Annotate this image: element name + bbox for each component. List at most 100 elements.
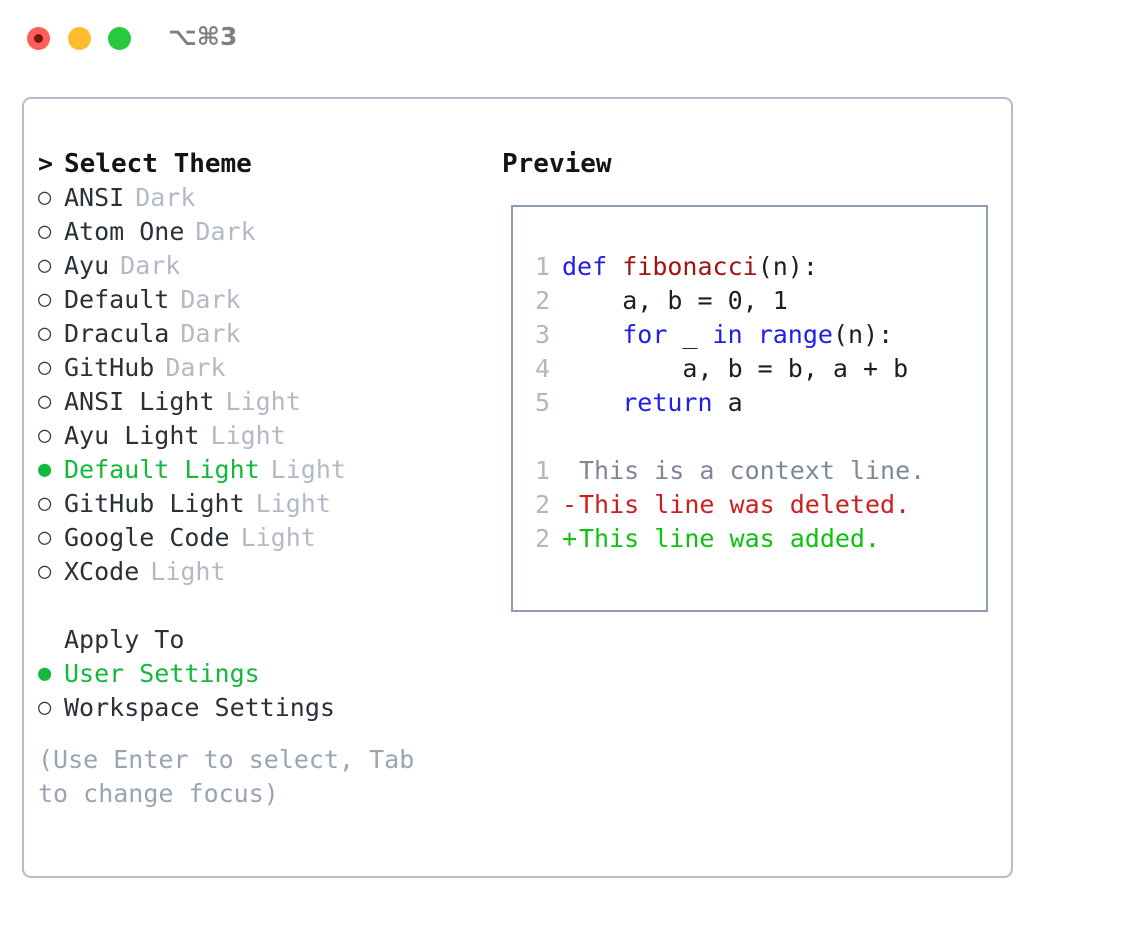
line-number: 4 xyxy=(534,354,550,383)
radio-unselected-icon[interactable]: ○ xyxy=(38,287,52,312)
line-number: 2 xyxy=(534,524,550,553)
apply-to-option-label: Workspace Settings xyxy=(64,693,335,722)
radio-selected-icon[interactable]: ● xyxy=(38,457,52,482)
apply-to-option-user-settings[interactable]: ● User Settings xyxy=(38,657,488,691)
apply-to-label: Apply To xyxy=(64,625,185,654)
theme-variant-tag: Light xyxy=(255,489,331,518)
diff-line-added: 2 + This line was added. xyxy=(524,522,982,556)
apply-to-option-label: User Settings xyxy=(64,659,260,688)
code-token: _ xyxy=(667,320,713,349)
diff-text: This is a context line. xyxy=(579,456,926,485)
code-token: a xyxy=(712,388,743,417)
radio-unselected-icon[interactable]: ○ xyxy=(38,423,52,448)
theme-variant-tag: Dark xyxy=(165,353,226,382)
code-sample: 1 def fibonacci(n): 2 a, b = 0, 1 3 for … xyxy=(524,250,982,556)
theme-name: Default xyxy=(64,285,170,314)
theme-name: ANSI xyxy=(64,183,125,212)
select-theme-title: Select Theme xyxy=(64,149,252,179)
theme-variant-tag: Light xyxy=(210,421,286,450)
theme-name: Ayu xyxy=(64,251,110,280)
theme-option-xcode[interactable]: ○ XCode Light xyxy=(38,555,488,589)
theme-name: Google Code xyxy=(64,523,230,552)
theme-selector-panel: > Select Theme ○ ANSI Dark ○ Atom One Da… xyxy=(22,97,1013,878)
code-line: 5 return a xyxy=(524,386,982,420)
code-token: a, b = 0, 1 xyxy=(562,286,788,315)
radio-unselected-icon[interactable]: ○ xyxy=(38,321,52,346)
code-token: def xyxy=(562,252,623,281)
prompt-caret-icon: > xyxy=(38,149,54,178)
code-blank-line xyxy=(524,420,982,454)
radio-unselected-icon[interactable]: ○ xyxy=(38,185,52,210)
theme-option-ayu[interactable]: ○ Ayu Dark xyxy=(38,249,488,283)
minimize-button[interactable] xyxy=(68,27,91,50)
code-token: (n): xyxy=(757,252,818,281)
close-button[interactable] xyxy=(27,27,50,50)
code-line: 4 a, b = b, a + b xyxy=(524,352,982,386)
code-line: 3 for _ in range(n): xyxy=(524,318,982,352)
radio-unselected-icon[interactable]: ○ xyxy=(38,525,52,550)
preview-title: Preview xyxy=(502,149,612,179)
radio-unselected-icon[interactable]: ○ xyxy=(38,253,52,278)
theme-variant-tag: Light xyxy=(240,523,316,552)
radio-unselected-icon[interactable]: ○ xyxy=(38,355,52,380)
theme-list-column: > Select Theme ○ ANSI Dark ○ Atom One Da… xyxy=(38,147,488,725)
code-token: in xyxy=(712,320,743,349)
theme-name: Dracula xyxy=(64,319,170,348)
diff-text: This line was deleted. xyxy=(579,490,911,519)
diff-text: This line was added. xyxy=(579,524,881,553)
theme-option-atom-one[interactable]: ○ Atom One Dark xyxy=(38,215,488,249)
radio-unselected-icon[interactable]: ○ xyxy=(38,219,52,244)
theme-option-ayu-light[interactable]: ○ Ayu Light Light xyxy=(38,419,488,453)
code-line: 2 a, b = 0, 1 xyxy=(524,284,982,318)
theme-option-github-light[interactable]: ○ GitHub Light Light xyxy=(38,487,488,521)
diff-sign: + xyxy=(562,524,578,553)
select-theme-header: > Select Theme xyxy=(38,147,488,181)
theme-variant-tag: Light xyxy=(225,387,301,416)
code-token xyxy=(743,320,758,349)
title-bar: ⌥⌘3 xyxy=(0,0,1140,78)
theme-name: Atom One xyxy=(64,217,185,246)
code-token: range xyxy=(757,320,833,349)
apply-to-heading: Apply To xyxy=(38,623,488,657)
maximize-button[interactable] xyxy=(108,27,131,50)
line-number: 1 xyxy=(534,456,550,485)
theme-option-google-code[interactable]: ○ Google Code Light xyxy=(38,521,488,555)
code-token xyxy=(562,320,622,349)
code-token xyxy=(562,388,622,417)
keyboard-hint-text: (Use Enter to select, Tab to change focu… xyxy=(38,745,415,808)
diff-sign xyxy=(562,454,579,488)
radio-unselected-icon[interactable]: ○ xyxy=(38,491,52,516)
code-token: a, b = b, a + b xyxy=(562,354,909,383)
apply-to-option-workspace-settings[interactable]: ○ Workspace Settings xyxy=(38,691,488,725)
theme-option-default-light[interactable]: ● Default Light Light xyxy=(38,453,488,487)
theme-option-dracula[interactable]: ○ Dracula Dark xyxy=(38,317,488,351)
theme-option-github[interactable]: ○ GitHub Dark xyxy=(38,351,488,385)
theme-option-ansi[interactable]: ○ ANSI Dark xyxy=(38,181,488,215)
theme-option-ansi-light[interactable]: ○ ANSI Light Light xyxy=(38,385,488,419)
radio-unselected-icon[interactable]: ○ xyxy=(38,695,52,720)
keyboard-shortcut-label: ⌥⌘3 xyxy=(168,22,238,51)
radio-unselected-icon[interactable]: ○ xyxy=(38,389,52,414)
theme-option-default[interactable]: ○ Default Dark xyxy=(38,283,488,317)
theme-name: Default Light xyxy=(64,455,260,484)
diff-sign: - xyxy=(562,490,578,519)
theme-variant-tag: Dark xyxy=(135,183,196,212)
preview-box: 1 def fibonacci(n): 2 a, b = 0, 1 3 for … xyxy=(511,205,988,612)
theme-variant-tag: Dark xyxy=(195,217,256,246)
preview-column: Preview 1 def fibonacci(n): 2 a, b = 0, … xyxy=(502,147,1002,612)
list-spacer xyxy=(38,589,488,623)
theme-variant-tag: Light xyxy=(270,455,346,484)
radio-selected-icon[interactable]: ● xyxy=(38,661,52,686)
line-number: 1 xyxy=(534,252,550,281)
line-number: 2 xyxy=(534,490,550,519)
line-number: 5 xyxy=(534,388,550,417)
line-number: 2 xyxy=(534,286,550,315)
radio-unselected-icon[interactable]: ○ xyxy=(38,559,52,584)
theme-name: ANSI Light xyxy=(64,387,215,416)
code-token: (n): xyxy=(832,320,894,349)
diff-line-context: 1 This is a context line. xyxy=(524,454,982,488)
code-token: fibonacci xyxy=(622,252,758,281)
theme-variant-tag: Dark xyxy=(180,285,241,314)
theme-name: GitHub Light xyxy=(64,489,245,518)
